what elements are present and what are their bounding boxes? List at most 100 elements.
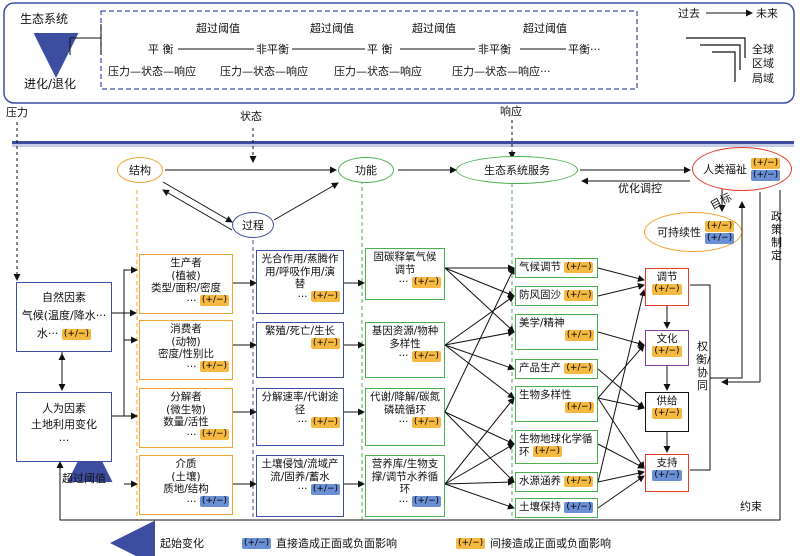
state-label: 状态 [240, 110, 262, 123]
service-label: 生物多样性 [519, 389, 572, 401]
nonbalance-2: 非平衡 [478, 43, 511, 56]
structure-box-consumer: 消费者 (动物) 密度/性别比 ··· (+/−) [139, 320, 233, 380]
indirect-badge: (+/−) [564, 330, 594, 341]
dots: ··· [186, 428, 197, 441]
function-box-1: 固碳释氧气候调节 ··· (+/−) [365, 248, 445, 300]
psr-3: 压力—状态—响应 [334, 65, 422, 78]
indirect-badge: (+/−) [199, 361, 229, 372]
legend-direct-badge: (+/−) [242, 538, 272, 549]
nonbalance-1: 非平衡 [256, 43, 289, 56]
threshold-label-4: 超过阈值 [523, 22, 567, 35]
service-label: 产品生产 [519, 362, 561, 374]
function-oval: 功能 [338, 157, 394, 183]
function-text: 固碳释氧气候调节 [373, 251, 437, 276]
dots: ··· [297, 483, 308, 495]
sustain-oval: 可持续性 (+/−) (+/−) [644, 212, 742, 252]
structure-box-medium: 介质 (土壤) 质地/结构 ··· (+/−) [139, 455, 233, 515]
pressure-label: 压力 [6, 106, 28, 119]
structure-line-1: 介质 [175, 458, 197, 470]
welfare-support: 支持(+/−) [645, 454, 689, 492]
threshold-label-3: 超过阈值 [412, 22, 456, 35]
evolve-label: 进化/退化 [24, 77, 77, 91]
process-oval: 过程 [232, 212, 274, 238]
dots: ··· [186, 360, 197, 373]
human-sub: 土地利用变化 [31, 418, 97, 431]
legend-start: 起始变化 [160, 537, 204, 550]
human-factor-box: 人为因素 土地利用变化 ··· [16, 392, 112, 462]
welfare-oval: 人类福祉 (+/−) (+/−) [692, 147, 792, 191]
service-label: 美学/精神 [519, 317, 565, 329]
direct-badge: (+/−) [310, 483, 340, 495]
welfare-item-label: 供给 [656, 395, 678, 407]
policy-label: 政策制定 [771, 210, 782, 262]
service-label: 水源涵养 [519, 475, 561, 487]
structure-line-3: 质地/结构 [163, 483, 209, 495]
structure-line-3: 密度/性别比 [157, 348, 215, 360]
service-label: 防风固沙 [519, 289, 561, 301]
welfare-supply: 供给(+/−) [645, 392, 689, 432]
structure-dots-row: ··· (+/−) [143, 361, 229, 374]
function-text: 基因资源/物种多样性 [371, 325, 439, 350]
top-panel-frame [3, 2, 795, 104]
dots: ··· [398, 495, 409, 508]
indirect-badge: (+/−) [532, 446, 562, 457]
service-label: 生物地球化学循环 [519, 433, 593, 458]
indirect-badge: (+/−) [310, 416, 340, 428]
structure-line-1: 分解者 [170, 391, 202, 403]
balance-1: 平 衡 [148, 43, 174, 56]
legend-indirect: 间接造成正面或负面影响 [490, 537, 611, 550]
process-text: 土壤侵蚀/流域产流/固养/蓄水 [261, 458, 339, 483]
process-dots-row: ··· (+/−) [260, 291, 340, 304]
process-text: 分解速率/代谢途径 [261, 391, 339, 416]
process-text: 光合作用/蒸腾作用/呼吸作用/演替 [261, 253, 339, 290]
process-dots-row: ··· (+/−) [260, 483, 340, 496]
service-oval: 生态系统服务 [456, 156, 578, 184]
human-title: 人为因素 [42, 402, 86, 415]
indirect-badge: (+/−) [199, 295, 229, 306]
indirect-badge: (+/−) [564, 362, 594, 374]
psr-4: 压力—状态—响应··· [452, 65, 551, 78]
natural-factor-box: 自然因素 气候(温度/降水··· 水··· (+/−) [16, 282, 112, 352]
welfare-label: 人类福祉 [703, 163, 747, 176]
function-dots-row: ··· (+/−) [369, 276, 441, 289]
indirect-badge: (+/−) [564, 289, 594, 301]
dots: ··· [398, 350, 409, 362]
structure-dots-row: ··· (+/−) [143, 295, 229, 308]
process-dots-row: ··· (+/−) [260, 416, 340, 429]
dots: ··· [398, 416, 409, 428]
regional-label: 区域 [752, 57, 774, 70]
process-text: 繁殖/死亡/生长 [264, 325, 336, 337]
threshold-label-1: 超过阈值 [196, 22, 240, 35]
legend-direct: 直接造成正面或负面影响 [276, 537, 397, 550]
indirect-badge: (+/−) [310, 338, 340, 349]
structure-oval: 结构 [117, 157, 163, 183]
structure-line-3: 类型/面积/密度 [150, 282, 222, 294]
service-soil: 土壤保持 (+/−) [515, 498, 598, 518]
direct-badge: (+/−) [652, 470, 682, 481]
service-climate: 气候调节 (+/−) [515, 258, 598, 278]
process-box-1: 光合作用/蒸腾作用/呼吸作用/演替 ··· (+/−) [256, 250, 344, 314]
future-label: 未来 [756, 7, 778, 20]
direct-badge: (+/−) [564, 501, 594, 513]
structure-line-2: (微生物) [166, 403, 206, 416]
function-dots-row: ··· (+/−) [369, 350, 441, 363]
legend-indirect-badge: (+/−) [456, 538, 486, 549]
service-biogeochem: 生物地球化学循环 (+/−) [515, 430, 598, 464]
balance-2: 平 衡 [367, 43, 393, 56]
dots: ··· [297, 290, 308, 303]
direct-badge: (+/−) [705, 232, 735, 244]
structure-line-3: 数量/活性 [163, 416, 209, 428]
indirect-badge: (+/−) [652, 284, 682, 295]
function-text: 代谢/降解/碳氮磷硫循环 [369, 391, 441, 416]
indirect-badge: (+/−) [411, 276, 441, 288]
welfare-culture: 文化(+/−) [645, 330, 689, 366]
natural-sub: 气候(温度/降水··· [21, 309, 107, 322]
function-box-4: 营养库/生物支撑/调节水养循环 ··· (+/−) [365, 455, 445, 517]
indirect-badge: (+/−) [564, 261, 594, 273]
structure-line-1: 消费者 [170, 323, 202, 335]
service-water: 水源涵养 (+/−) [515, 472, 598, 492]
welfare-item-label: 文化 [656, 333, 678, 345]
function-box-2: 基因资源/物种多样性 ··· (+/−) [365, 322, 445, 378]
structure-dots-row: ··· (+/−) [143, 496, 229, 509]
psr-1: 压力—状态—响应 [108, 65, 196, 78]
